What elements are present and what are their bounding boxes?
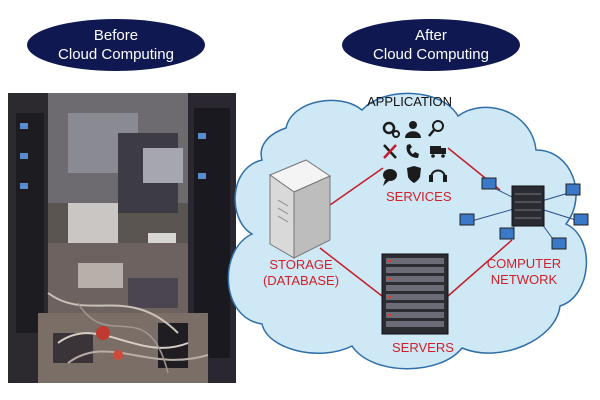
storage-label: STORAGE (DATABASE) — [256, 257, 346, 289]
server-rack-icon — [381, 253, 449, 335]
shield-icon — [407, 166, 421, 183]
user-icon — [405, 121, 421, 138]
computer-network-icon — [459, 177, 589, 250]
connector-storage-services — [329, 167, 384, 206]
phone-icon — [406, 144, 419, 158]
computer-network-label-line1: COMPUTER — [486, 256, 562, 271]
before-cloud-computing-badge: Before Cloud Computing — [27, 19, 205, 71]
services-label: SERVICES — [386, 189, 452, 204]
storage-label-line2: (DATABASE) — [262, 273, 340, 288]
after-badge-line1: After — [415, 27, 447, 44]
storage-label-line1: STORAGE — [269, 257, 333, 272]
cloud-shape — [227, 92, 587, 370]
before-badge-line1: Before — [93, 27, 139, 44]
application-icons-grid — [382, 120, 447, 186]
connector-storage-servers — [319, 247, 383, 297]
storage-server-icon — [268, 159, 332, 259]
before-badge-line2: Cloud Computing — [58, 46, 174, 63]
gears-icon — [382, 121, 400, 138]
after-badge-line2: Cloud Computing — [373, 46, 489, 63]
application-label: APPLICATION — [367, 94, 453, 109]
messy-server-room-photo — [8, 93, 236, 383]
after-cloud-computing-badge: After Cloud Computing — [342, 19, 520, 71]
computer-network-label: COMPUTER NETWORK — [478, 256, 570, 288]
headset-icon — [429, 169, 447, 182]
connector-servers-network — [447, 239, 513, 297]
cloud-bubble-icon — [383, 169, 397, 186]
tools-icon — [383, 144, 397, 159]
truck-icon — [430, 146, 446, 158]
servers-label: SERVERS — [392, 340, 454, 355]
computer-network-label-line2: NETWORK — [490, 272, 558, 287]
magnifier-icon — [428, 120, 444, 137]
